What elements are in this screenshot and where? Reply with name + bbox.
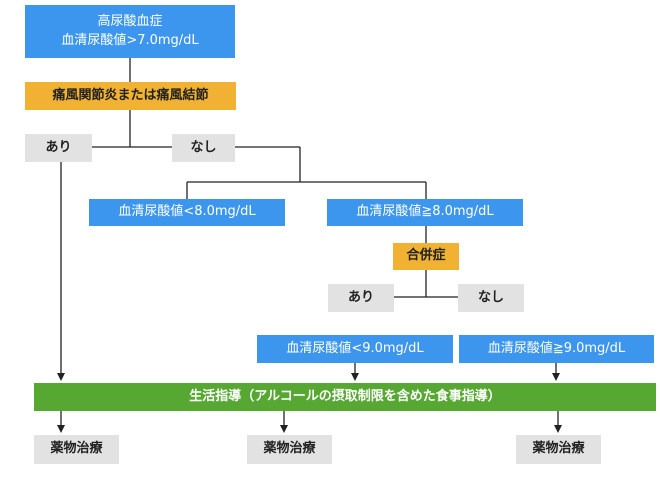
complication-yes-node: あり	[328, 284, 394, 312]
complication-question-node: 合併症	[393, 243, 459, 270]
lifestyle-guidance-node: 生活指導（アルコールの摂取制限を含めた食事指導）	[34, 383, 656, 411]
start-node-title: 高尿酸血症	[97, 14, 163, 30]
gout-no-node: なし	[172, 134, 235, 162]
below-9-node: 血清尿酸値<9.0mg/dL	[257, 335, 453, 363]
gout-yes-node: あり	[25, 134, 92, 162]
complication-no-node: なし	[458, 284, 524, 312]
drug-treatment-right-node: 薬物治療	[516, 435, 601, 464]
drug-treatment-middle-node: 薬物治療	[247, 435, 332, 464]
at-or-above-9-node: 血清尿酸値≧9.0mg/dL	[459, 335, 654, 363]
gout-question-node: 痛風関節炎または痛風結節	[25, 82, 236, 110]
start-node: 高尿酸血症 血清尿酸値>7.0mg/dL	[25, 5, 235, 58]
at-or-above-8-node: 血清尿酸値≧8.0mg/dL	[327, 199, 523, 226]
below-8-node: 血清尿酸値<8.0mg/dL	[89, 199, 285, 226]
drug-treatment-left-node: 薬物治療	[34, 435, 119, 464]
start-node-threshold: 血清尿酸値>7.0mg/dL	[61, 32, 199, 48]
